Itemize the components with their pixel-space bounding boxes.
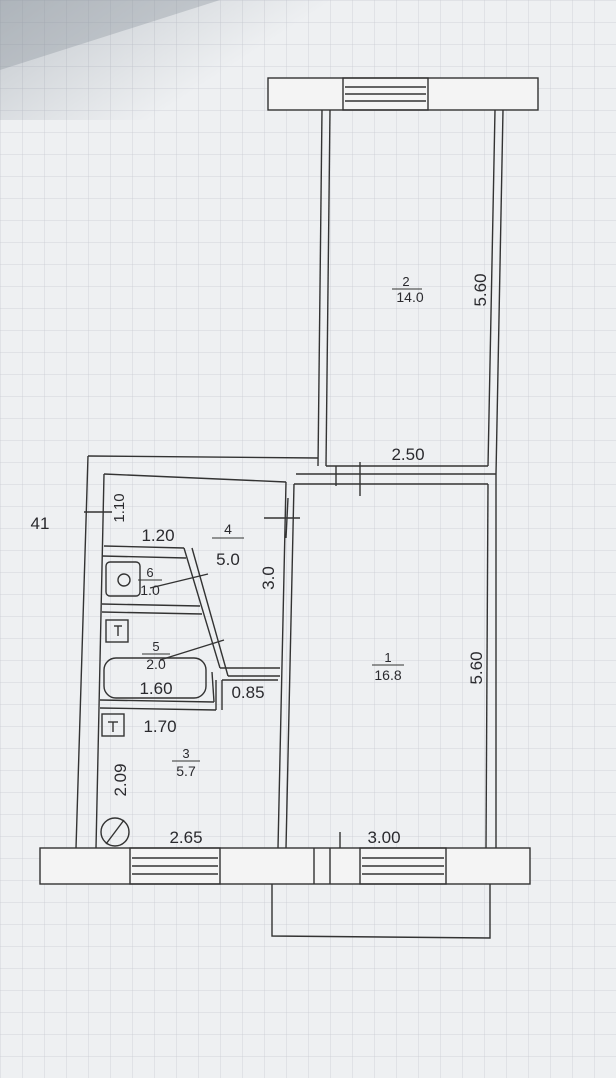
room-3-label: 3 5.7 <box>172 746 200 779</box>
room-3-inner-dim: 1.70 <box>143 717 176 736</box>
room-3-walls <box>100 679 278 847</box>
left-mark-label: 41 <box>31 514 50 533</box>
bottom-balcony <box>271 884 491 939</box>
room-2-label: 2 14.0 <box>392 274 424 305</box>
room-2-number: 2 <box>402 274 409 289</box>
hall-width-dim: 1.20 <box>141 526 174 545</box>
room-6-label: 6 1.0 <box>138 565 162 598</box>
room-1-width-dim: 3.00 <box>367 828 400 847</box>
room-2-walls <box>317 109 504 475</box>
room-1-walls <box>277 481 488 849</box>
room-1-label: 1 16.8 <box>372 650 404 683</box>
room-6-number: 6 <box>146 565 153 580</box>
room-4-number: 4 <box>224 521 232 537</box>
room-4-walls <box>103 545 280 677</box>
room-1-length-dim: 5.60 <box>467 651 486 684</box>
room-1-area: 16.8 <box>374 667 401 683</box>
room-3-width-dim: 2.65 <box>169 828 202 847</box>
room-3-area: 5.7 <box>176 763 196 779</box>
room-6-area: 1.0 <box>140 582 160 598</box>
hall-length-dim: 3.0 <box>259 566 278 590</box>
room-4-label: 4 5.0 <box>212 521 244 569</box>
hall-entry-dim: 1.10 <box>111 493 128 522</box>
wall-gap-dim: 0.85 <box>231 683 264 702</box>
room-2-length-dim: 5.60 <box>471 273 490 306</box>
room-5-area: 2.0 <box>146 656 166 672</box>
room-3-length-dim: 2.09 <box>111 763 130 796</box>
top-balcony <box>267 77 539 111</box>
room-2-width-dim: 2.50 <box>391 445 424 464</box>
bath-width-dim: 1.60 <box>139 679 172 698</box>
room-5-walls <box>99 619 225 711</box>
room-1-number: 1 <box>384 650 391 665</box>
room-5-label: 5 2.0 <box>142 639 170 672</box>
outer-walls <box>75 455 497 849</box>
room-2-area: 14.0 <box>396 289 423 305</box>
room-3-number: 3 <box>182 746 189 761</box>
photo-shadow-corner <box>0 0 220 70</box>
room-6-walls <box>101 555 209 615</box>
bottom-wall <box>39 847 531 885</box>
room-5-number: 5 <box>152 639 159 654</box>
room-4-area: 5.0 <box>216 550 240 569</box>
